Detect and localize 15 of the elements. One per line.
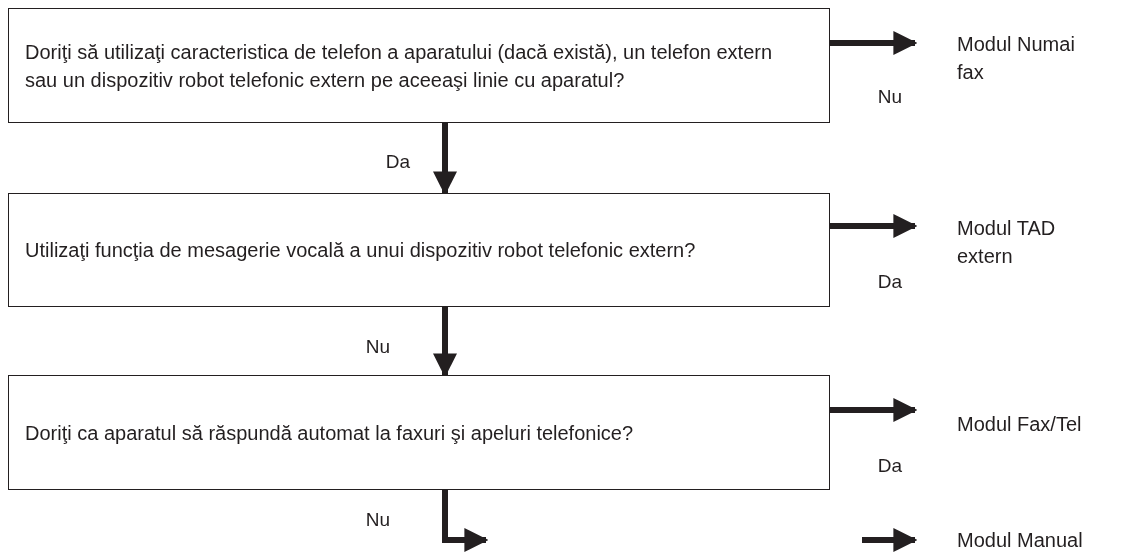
result-label: Modul Numai fax [957,33,1075,83]
result-label: Modul Fax/Tel [957,413,1082,435]
question-box [8,8,830,123]
arrow [830,398,918,422]
question-box [8,375,830,490]
arrow [830,31,918,55]
question-text: Doriţi să utilizaţi caracteristica de telefon a aparatului (dacă există), un telefon extern sau un dispozitiv robot telefonic extern pe aceeaşi linie cu aparatul? [25,39,774,93]
arrow [830,214,918,238]
question-text: Utilizaţi funcţia de mesagerie vocală a unui dispozitiv robot telefonic extern? [25,238,697,263]
arrow [862,528,918,552]
result-label: Modul Manual [957,529,1083,551]
question-box [8,193,830,307]
result-label: Modul TAD extern [957,217,1056,267]
question-text: Doriţi ca aparatul să răspundă automat la faxuri şi apeluri telefonice? [25,420,635,446]
arrow [442,490,489,552]
